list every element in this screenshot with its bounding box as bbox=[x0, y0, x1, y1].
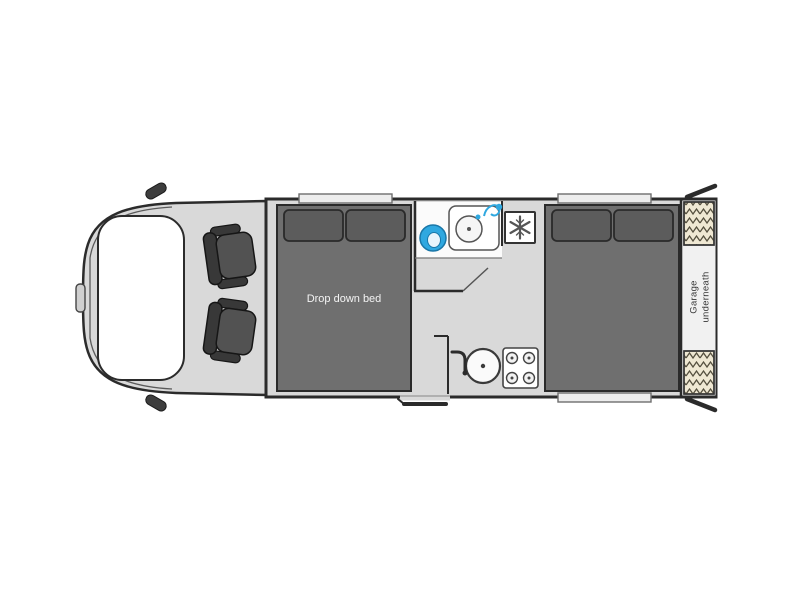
driver-seat bbox=[202, 223, 257, 290]
toilet-icon bbox=[419, 224, 447, 252]
window-band-rear-bottom bbox=[557, 392, 652, 403]
window-band-front-top bbox=[298, 193, 393, 204]
wing-mirror-bottom bbox=[145, 394, 167, 412]
windscreen bbox=[97, 215, 185, 381]
tap bbox=[450, 350, 467, 374]
pillow-right bbox=[613, 209, 674, 242]
seat-cushion bbox=[215, 307, 257, 356]
rear-bed bbox=[544, 204, 680, 392]
garage-label-line2: underneath bbox=[701, 271, 712, 322]
passenger-seat bbox=[202, 297, 257, 364]
wing-mirror-top bbox=[145, 182, 167, 200]
drop-down-bed-label: Drop down bed bbox=[307, 293, 382, 305]
pillow-left bbox=[283, 209, 344, 242]
front-badge bbox=[75, 283, 86, 313]
garage-hatch-top bbox=[683, 201, 715, 246]
entry-door bbox=[397, 395, 450, 406]
garage-label-line1: Garage bbox=[689, 280, 700, 314]
fridge bbox=[504, 211, 536, 244]
bathroom bbox=[413, 201, 503, 293]
seat-cushion bbox=[215, 231, 257, 280]
drop-down-bed: Drop down bed bbox=[276, 204, 412, 392]
garage-hatch-bottom bbox=[683, 350, 715, 395]
pillow-right bbox=[345, 209, 406, 242]
washbasin-icon bbox=[448, 205, 500, 251]
sink-icon bbox=[450, 347, 502, 385]
rear-trim-top bbox=[684, 183, 718, 200]
garage: Garage underneath bbox=[679, 200, 716, 396]
cab bbox=[75, 182, 270, 412]
window-band-rear-top bbox=[557, 193, 652, 204]
shower-head-icon bbox=[483, 203, 503, 217]
rear-trim-bottom bbox=[684, 396, 718, 413]
cab-bumper-line bbox=[89, 206, 173, 390]
door-opening bbox=[400, 395, 450, 401]
kitchen bbox=[434, 335, 539, 394]
door-handle-hinge bbox=[397, 398, 405, 405]
pillow-left bbox=[551, 209, 612, 242]
snowflake-icon bbox=[509, 215, 531, 240]
hob-icon bbox=[502, 347, 539, 389]
bathroom-door-swing bbox=[462, 267, 489, 292]
